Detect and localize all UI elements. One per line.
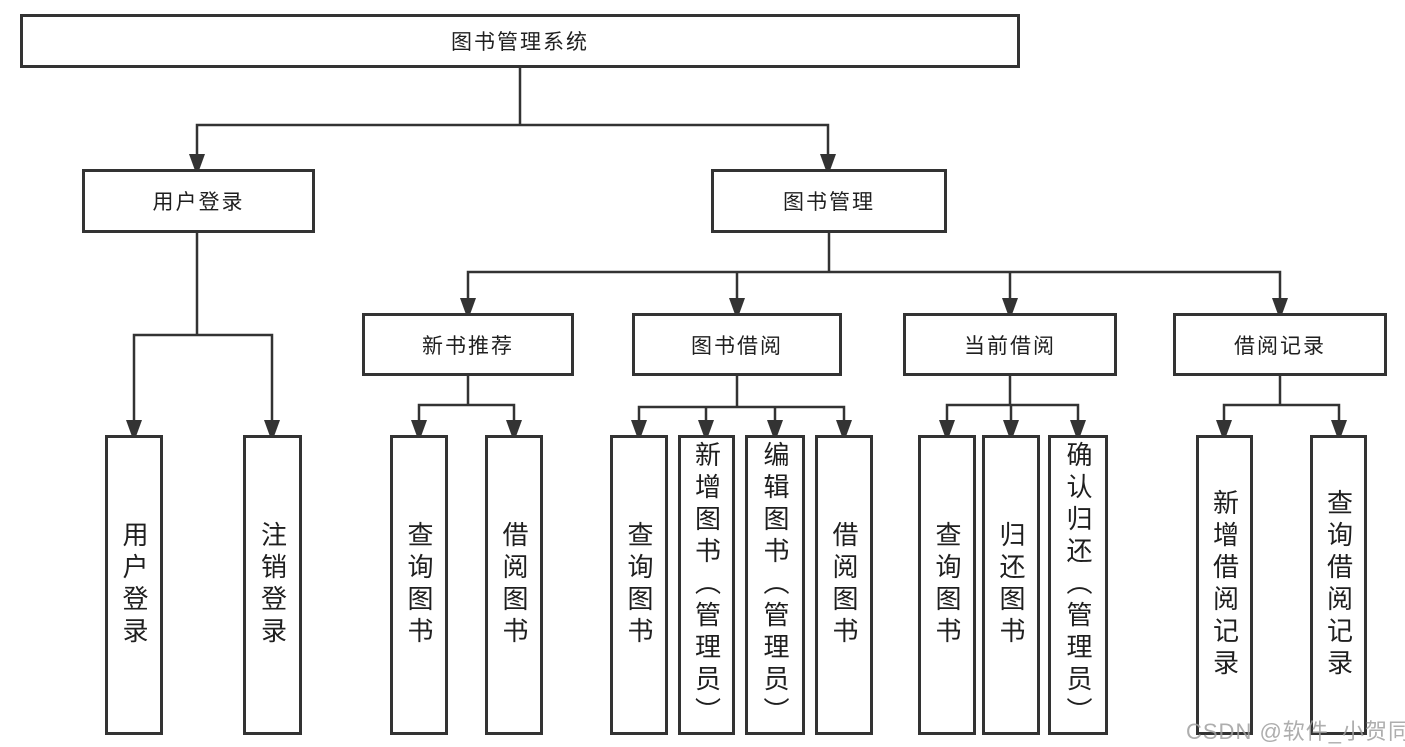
leaf-logout: 注销登录: [243, 435, 302, 735]
node-book-borrowing: 图书借阅: [632, 313, 842, 376]
leaf-logout-label: 注销登录: [257, 521, 288, 649]
csdn-watermark: CSDN @软件_小贺同学: [1186, 719, 1405, 744]
leaf-return-book: 归还图书: [982, 435, 1040, 735]
leaf-query-book-borrowing-label: 查询图书: [624, 521, 654, 649]
leaf-user-login: 用户登录: [105, 435, 163, 735]
leaf-query-borrow-record: 查询借阅记录: [1310, 435, 1367, 735]
leaf-return-book-label: 归还图书: [996, 521, 1026, 649]
leaf-borrow-book-borrowing-label: 借阅图书: [829, 521, 859, 649]
leaf-borrow-book-recommend: 借阅图书: [485, 435, 543, 735]
node-new-book-recommend: 新书推荐: [362, 313, 574, 376]
node-borrow-records-label: 借阅记录: [1234, 334, 1326, 358]
node-current-borrowing: 当前借阅: [903, 313, 1117, 376]
node-new-book-recommend-label: 新书推荐: [422, 334, 514, 358]
leaf-query-book-current: 查询图书: [918, 435, 976, 735]
node-book-management-branch: 图书管理: [711, 169, 947, 233]
node-user-login-branch: 用户登录: [82, 169, 315, 233]
leaf-add-borrow-record-label: 新增借阅记录: [1209, 489, 1240, 681]
node-book-management-label: 图书管理: [783, 191, 875, 214]
leaf-confirm-return-admin: 确认归还（管理员）: [1048, 435, 1108, 735]
node-root-label: 图书管理系统: [451, 31, 589, 54]
leaf-query-book-recommend-label: 查询图书: [404, 521, 434, 649]
leaf-add-borrow-record: 新增借阅记录: [1196, 435, 1253, 735]
leaf-edit-book-admin-label: 编辑图书（管理员）: [760, 441, 790, 729]
node-borrow-records: 借阅记录: [1173, 313, 1387, 376]
leaf-query-book-recommend: 查询图书: [390, 435, 448, 735]
node-current-borrowing-label: 当前借阅: [964, 334, 1056, 358]
leaf-add-book-admin-label: 新增图书（管理员）: [691, 441, 722, 729]
node-book-borrowing-label: 图书借阅: [691, 334, 783, 358]
leaf-user-login-label: 用户登录: [119, 521, 149, 649]
leaf-query-borrow-record-label: 查询借阅记录: [1323, 489, 1354, 681]
leaf-edit-book-admin: 编辑图书（管理员）: [745, 435, 805, 735]
leaf-add-book-admin: 新增图书（管理员）: [678, 435, 735, 735]
node-root-system: 图书管理系统: [20, 14, 1020, 68]
node-user-login-label: 用户登录: [152, 191, 245, 214]
arrowheads: [126, 154, 1347, 442]
leaf-query-book-current-label: 查询图书: [932, 521, 962, 649]
leaf-confirm-return-admin-label: 确认归还（管理员）: [1063, 441, 1093, 729]
leaf-borrow-book-borrowing: 借阅图书: [815, 435, 873, 735]
leaf-query-book-borrowing: 查询图书: [610, 435, 668, 735]
leaf-borrow-book-recommend-label: 借阅图书: [499, 521, 529, 649]
